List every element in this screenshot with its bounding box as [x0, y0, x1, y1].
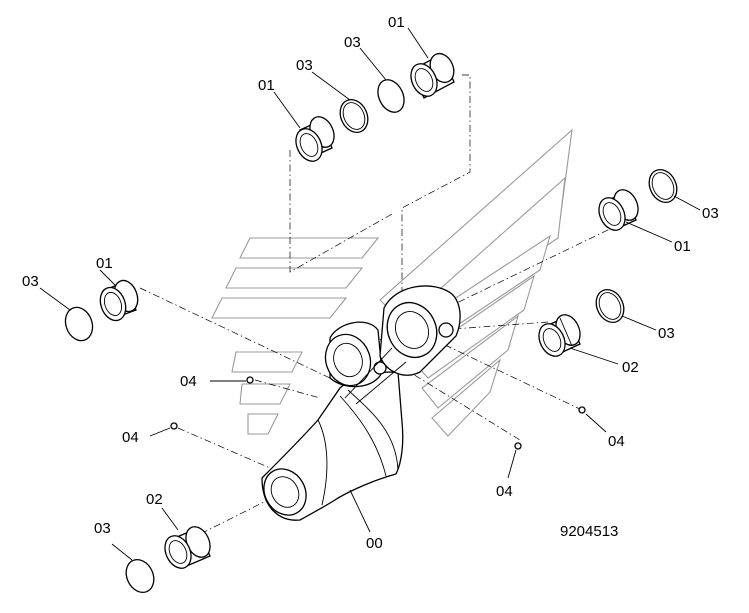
label-ring-top-left: 03 [296, 57, 313, 74]
ring-right [595, 288, 625, 324]
label-bushing-bottom: 02 [146, 491, 163, 508]
ring-top-mid [377, 79, 405, 113]
ring-bottom [125, 558, 155, 594]
label-main-link: 00 [366, 535, 383, 552]
label-ring-bottom: 03 [94, 520, 111, 537]
label-ring-left: 03 [22, 273, 39, 290]
label-bushing-top-left: 01 [258, 77, 275, 94]
label-bushing-top-right: 01 [388, 14, 405, 31]
label-bushing-left: 01 [96, 255, 113, 272]
label-bushing-right: 01 [674, 238, 691, 255]
fitting-left-upper [246, 376, 254, 384]
label-bushing-mid-right: 02 [622, 359, 639, 376]
ring-top-left [339, 98, 369, 134]
bushing-left [99, 279, 139, 322]
label-fitting-right: 04 [608, 433, 625, 450]
label-ring-top-mid: 03 [344, 34, 361, 51]
labels: 01 03 03 01 01 03 03 01 03 02 04 04 04 0… [22, 14, 719, 552]
label-fitting-bottom: 04 [496, 483, 513, 500]
ring-far-right [648, 168, 678, 204]
label-fitting-left-upper: 04 [180, 373, 197, 390]
fitting-bottom [514, 442, 522, 450]
label-ring-far-right: 03 [702, 205, 719, 222]
label-fitting-left-lower: 04 [122, 429, 139, 446]
grease-fittings [170, 376, 586, 450]
bushing-mid-right [538, 314, 581, 357]
label-ring-right: 03 [658, 325, 675, 342]
main-link-part [261, 285, 461, 521]
bushing-top-left [295, 116, 335, 162]
fitting-right [578, 406, 586, 414]
fitting-left-lower [170, 422, 178, 430]
bushing-bottom [164, 526, 211, 569]
ring-left [64, 306, 94, 342]
drawing-number: 9204513 [560, 523, 618, 540]
bushing-top-right [410, 52, 455, 99]
leader-lines [39, 27, 701, 561]
bushing-right [598, 189, 639, 231]
